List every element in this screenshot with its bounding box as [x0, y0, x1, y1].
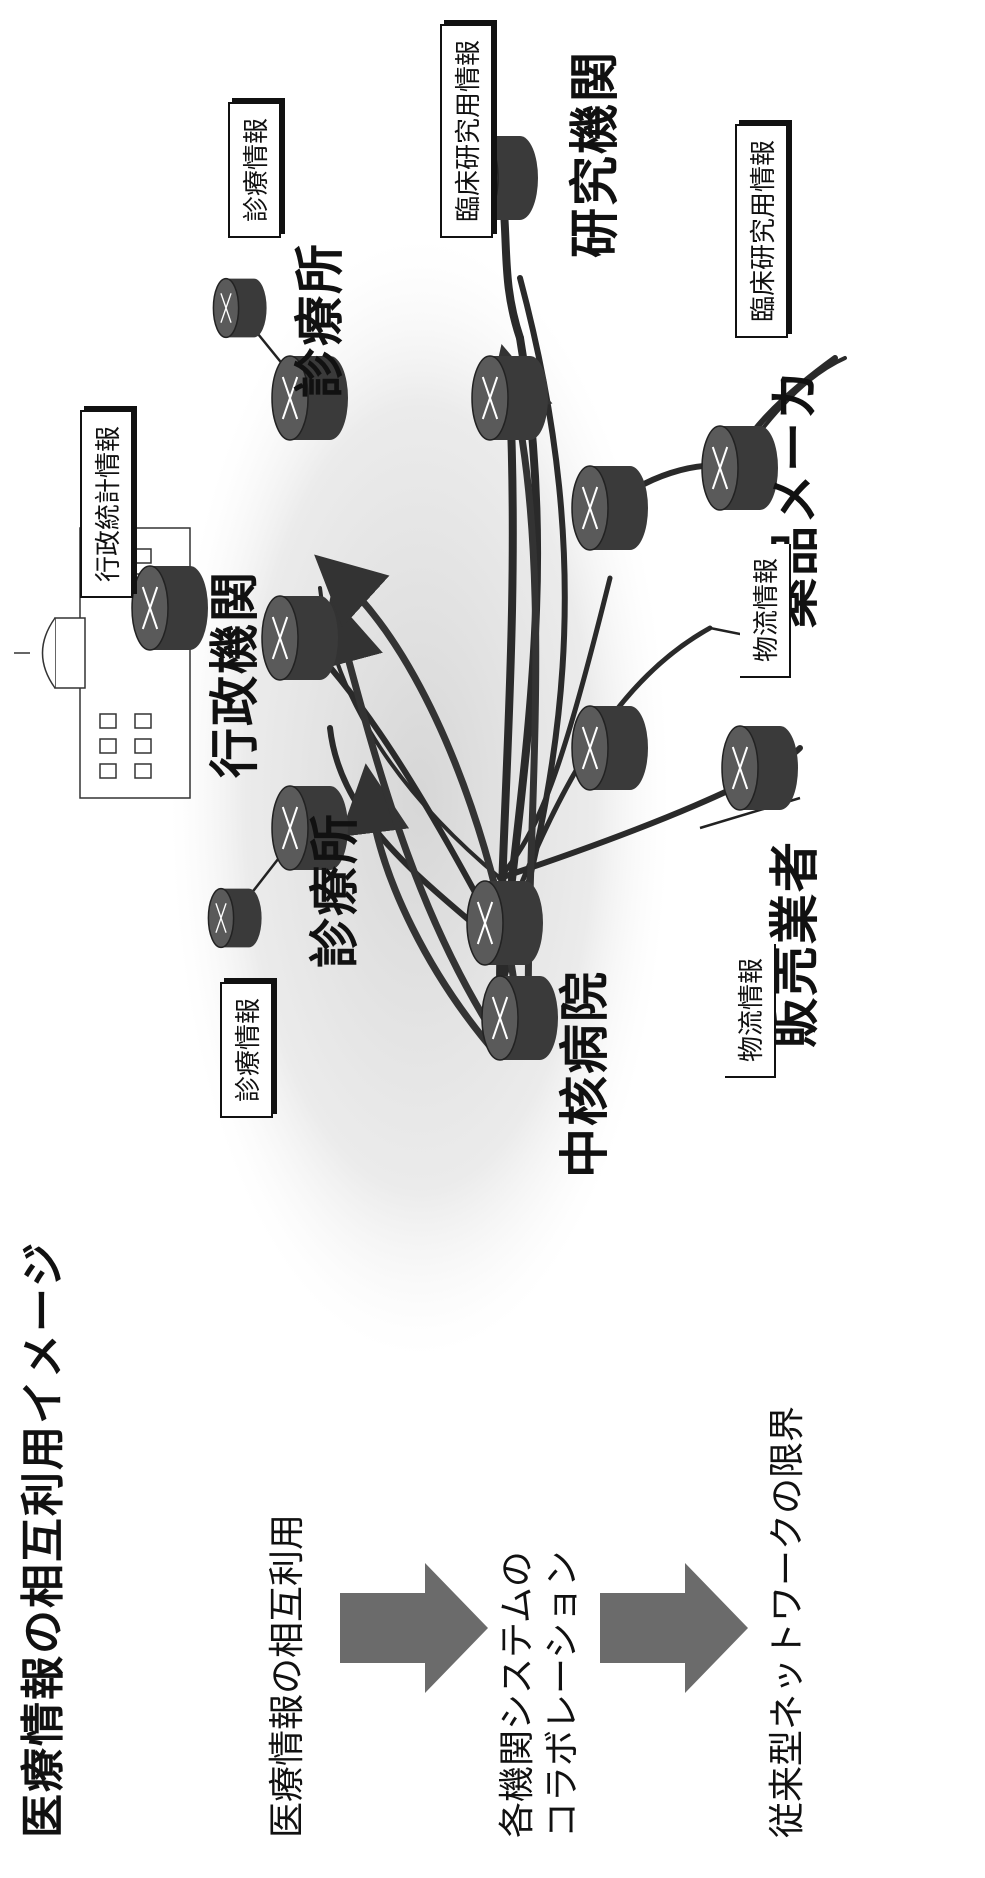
flow-step-2-line-2: コラボレーション: [545, 1551, 581, 1838]
page-title: 医療情報の相互利用イメージ: [22, 1241, 66, 1838]
node-clinic-right: 診療所: [295, 242, 345, 398]
info-box-clinic-right: 診療情報: [228, 102, 281, 238]
info-box-logistics-seller: 物流情報: [725, 944, 776, 1078]
down-arrow-icon: [340, 1558, 490, 1698]
router-seller-hub-icon: [572, 706, 648, 790]
flow-step-2-line-1: 各機関システムの: [500, 1551, 536, 1838]
router-government-icon: [132, 566, 208, 650]
node-seller: 販売業者: [770, 840, 820, 1048]
info-box-pharma: 臨床研究用情報: [735, 124, 788, 338]
node-core-hospital: 中核病院: [560, 970, 610, 1178]
info-box-logistics-pharma: 物流情報: [740, 544, 791, 678]
info-box-admin-stats: 行政統計情報: [80, 410, 133, 598]
flow-step-3: 従来型ネットワークの限界: [770, 1406, 806, 1838]
router-clinic-left-icon: [208, 889, 261, 948]
info-box-clinic-left: 診療情報: [220, 982, 273, 1118]
router-research-hub-icon: [472, 356, 548, 440]
router-core-2-icon: [467, 881, 543, 965]
router-clinic-right-icon: [213, 279, 266, 338]
flow-step-1: 医療情報の相互利用: [270, 1514, 306, 1838]
router-seller-icon: [722, 726, 798, 810]
node-government: 行政機関: [210, 570, 260, 778]
router-pharma-hub-icon: [572, 466, 648, 550]
router-core-1-icon: [482, 976, 558, 1060]
node-research: 研究機関: [570, 50, 620, 258]
node-clinic-left: 診療所: [310, 812, 360, 968]
down-arrow-icon: [600, 1558, 750, 1698]
info-box-research: 臨床研究用情報: [440, 24, 493, 238]
router-government-hub-icon: [262, 596, 338, 680]
